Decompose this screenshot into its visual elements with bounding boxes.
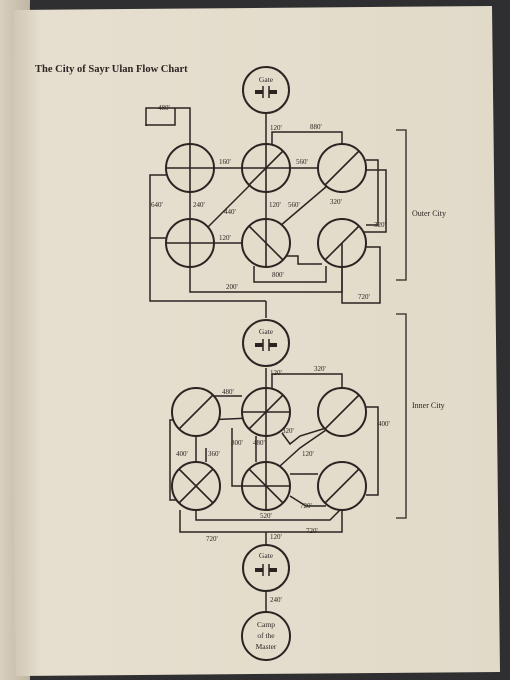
distance-labels: 480' 120' 880' 160' 560' 640' 240' 440' … <box>151 104 390 604</box>
dist-240-b: 240' <box>270 596 282 604</box>
connection-lines <box>145 107 387 612</box>
outer-node-c <box>317 143 367 193</box>
gate-middle: Gate <box>242 319 290 367</box>
dist-160: 160' <box>219 158 231 166</box>
dist-560-b: 560' <box>288 201 300 209</box>
dist-480-mid: 480' <box>222 388 234 396</box>
inner-node-c <box>317 387 367 437</box>
dist-720-b: 720' <box>300 502 312 510</box>
dist-480-top: 480' <box>158 104 170 112</box>
dist-120-b: 120' <box>269 201 281 209</box>
camp-of-the-master: Camp of the Master <box>241 611 291 661</box>
outer-node-e <box>241 218 291 268</box>
gate-bottom-label: Gate <box>259 551 274 560</box>
outer-node-b <box>241 143 291 193</box>
dist-320-d: 320' <box>282 427 294 435</box>
dist-720-c: 720' <box>206 535 218 543</box>
dist-400-right: 400' <box>378 420 390 428</box>
gate-top: Gate <box>242 66 290 114</box>
dist-400-left: 400' <box>176 450 188 458</box>
chart-title: The City of Sayr Ulan Flow Chart <box>35 64 188 75</box>
dist-800-a: 800' <box>272 271 284 279</box>
dist-720-a: 720' <box>358 293 370 301</box>
camp-label-2: of the <box>257 631 275 640</box>
inner-node-d <box>171 461 221 511</box>
outer-node-a <box>165 143 215 193</box>
inner-node-f <box>317 461 367 511</box>
dist-320-a: 320' <box>330 198 342 206</box>
dist-120-gate-mid: 120' <box>270 369 282 377</box>
dist-520: 520' <box>260 512 272 520</box>
inner-node-b <box>241 387 291 437</box>
dist-120-e: 120' <box>302 450 314 458</box>
dist-200: 200' <box>226 283 238 291</box>
camp-label-1: Camp <box>257 620 275 629</box>
dist-360: 360' <box>208 450 220 458</box>
outer-node-f <box>317 218 367 268</box>
dist-440: 440' <box>224 208 236 216</box>
dist-800-b: 800' <box>231 439 243 447</box>
camp-label-3: Master <box>256 642 277 651</box>
inner-city-label: Inner City <box>412 401 445 410</box>
dist-120-gate-bot: 120' <box>270 533 282 541</box>
outer-node-d <box>165 218 215 268</box>
dist-240-a: 240' <box>193 201 205 209</box>
outer-city-label: Outer City <box>412 209 446 218</box>
outer-city-bracket <box>396 129 407 281</box>
dist-480-b: 480' <box>253 439 265 447</box>
gate-top-label: Gate <box>259 75 274 84</box>
dist-640: 640' <box>151 201 163 209</box>
gate-middle-label: Gate <box>259 327 274 336</box>
dist-560-a: 560' <box>296 158 308 166</box>
dist-120-c: 120' <box>219 234 231 242</box>
dist-320-c: 320' <box>314 365 326 373</box>
dist-720-d: 720' <box>306 527 318 535</box>
dist-320-b: 320' <box>374 221 386 229</box>
dist-880: 880' <box>310 123 322 131</box>
inner-node-e <box>241 461 291 511</box>
inner-node-a <box>171 387 221 437</box>
inner-city-bracket <box>396 313 407 519</box>
gate-bottom: Gate <box>242 544 290 592</box>
dist-120-gate-top: 120' <box>270 124 282 132</box>
